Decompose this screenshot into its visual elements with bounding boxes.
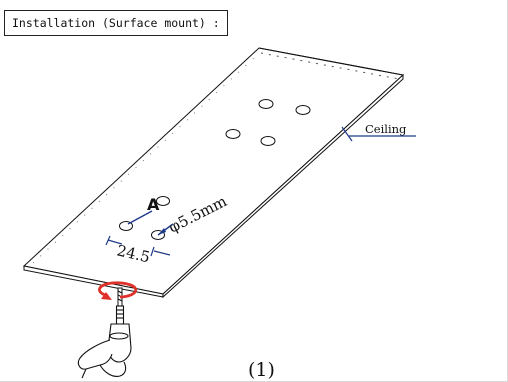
mounting-hole bbox=[156, 196, 170, 206]
point-a-callout: A bbox=[127, 195, 160, 225]
drill-handle bbox=[77, 339, 113, 370]
spacing-tick-right bbox=[150, 246, 155, 257]
step-number: (1) bbox=[248, 359, 275, 381]
panel-top-face bbox=[22, 47, 405, 295]
ceiling-label: Ceiling bbox=[365, 122, 407, 136]
spacing-line-right bbox=[153, 250, 171, 256]
mounting-holes bbox=[119, 99, 311, 240]
power-drill-icon bbox=[77, 305, 132, 379]
point-a-label: A bbox=[147, 195, 160, 214]
spacing-dimension bbox=[105, 235, 171, 257]
spacing-line-left bbox=[107, 239, 123, 245]
diameter-arrow bbox=[158, 228, 166, 235]
ceiling-panel bbox=[22, 47, 405, 299]
rotation-arrow-icon bbox=[98, 281, 138, 300]
panel-edge-dots bbox=[32, 55, 257, 264]
screw-thread bbox=[117, 290, 123, 294]
figure-title: Installation (Surface mount) : bbox=[4, 10, 228, 36]
ceiling-callout: Ceiling bbox=[341, 122, 416, 142]
spacing-tick-left bbox=[105, 235, 111, 246]
mounting-hole bbox=[258, 99, 274, 109]
mounting-hole bbox=[225, 129, 241, 139]
screw-thread bbox=[117, 298, 123, 302]
mounting-hole bbox=[295, 105, 311, 115]
drill-chuck bbox=[115, 305, 125, 325]
ceiling-leader-tick bbox=[341, 126, 353, 142]
panel-side-edge bbox=[162, 73, 404, 299]
mounting-hole bbox=[260, 136, 276, 146]
panel-rim-line bbox=[258, 47, 404, 76]
point-a-leader bbox=[127, 210, 153, 225]
